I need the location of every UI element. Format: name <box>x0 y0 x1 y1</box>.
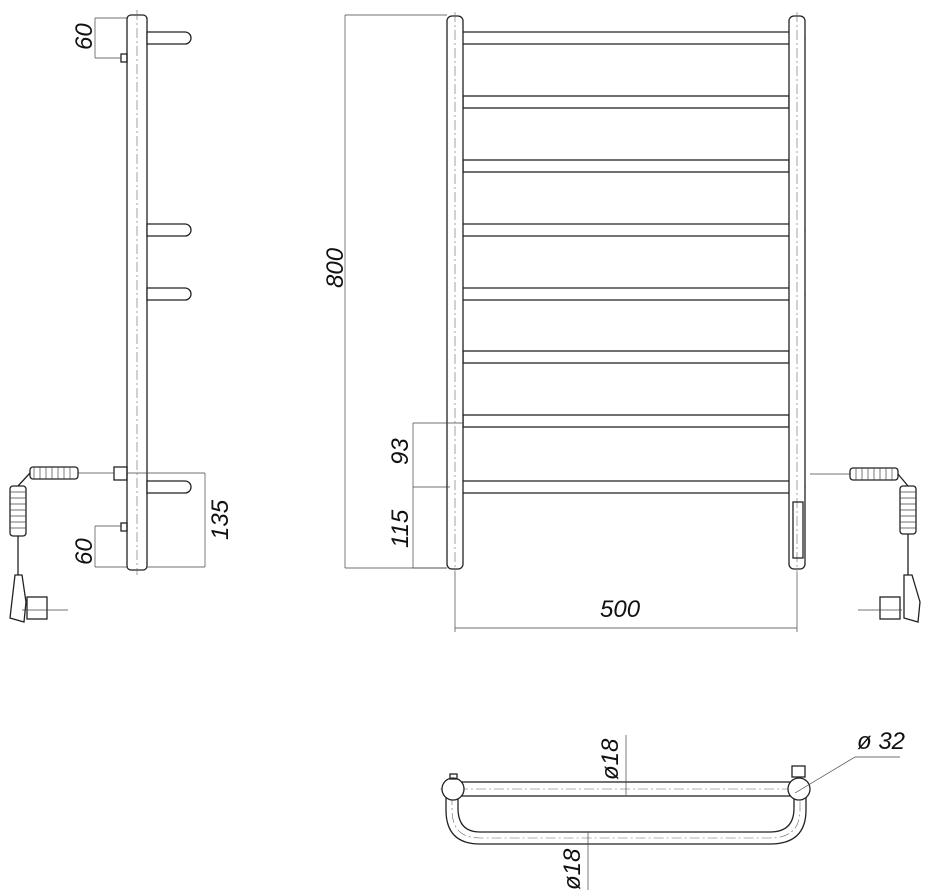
dim-pole-diameter: ø 32 <box>857 728 905 755</box>
mount-bracket <box>120 522 128 532</box>
dim-bottom-rung: 115 <box>387 509 414 548</box>
heating-element-box <box>792 501 804 559</box>
side-view: 60 60 135 <box>9 10 234 623</box>
top-view: ø18 ø18 ø 32 <box>440 728 905 890</box>
dim-total-height: 800 <box>322 247 349 288</box>
dim-side-bottom: 60 <box>71 538 98 565</box>
dim-side-top: 60 <box>71 23 98 50</box>
mount-bracket <box>120 53 128 63</box>
dim-rung-diameter-top: ø18 <box>597 738 624 780</box>
cable-entry <box>113 466 128 481</box>
power-cable-right <box>810 467 921 623</box>
dim-width: 500 <box>600 596 641 623</box>
dim-rung-spacing: 93 <box>387 438 414 465</box>
dim-side-depth: 135 <box>207 499 234 540</box>
pole-section-left <box>441 777 465 801</box>
side-prongs <box>146 31 192 494</box>
front-view: 800 93 115 500 <box>322 12 921 632</box>
power-cable-left <box>9 466 114 623</box>
dim-rung-diameter-bottom: ø18 <box>559 848 586 890</box>
pole-section-right <box>787 777 811 801</box>
rungs <box>449 31 806 494</box>
